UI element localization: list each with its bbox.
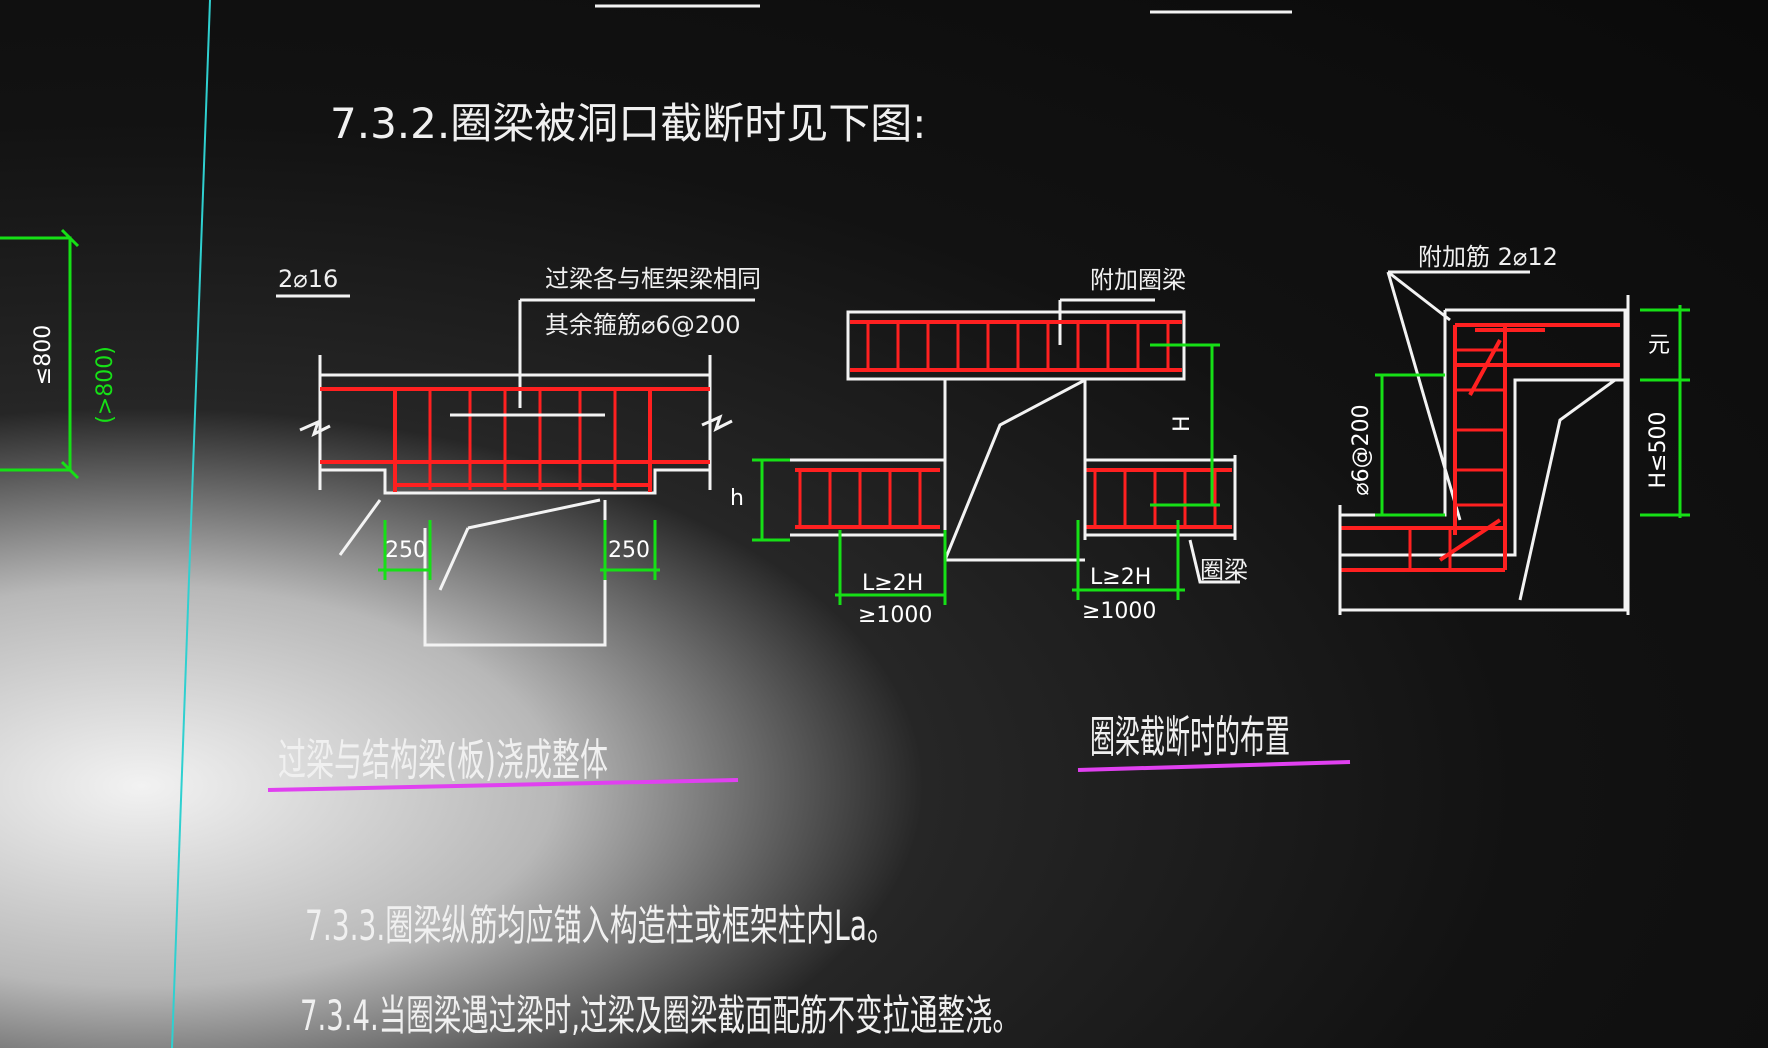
detail3-caption: 圈梁截断时的布置 — [1090, 712, 1290, 763]
detail1-caption: 过梁与结构梁(板)浇成整体 — [278, 735, 608, 786]
detail1-rebar-label: 2⌀16 — [278, 265, 338, 293]
detail2-dim-L1b: ≥1000 — [858, 603, 932, 628]
detail-1-lintel-beam: 2⌀16 过梁各与框架梁相同 其余箍筋⌀6@200 — [267, 265, 761, 792]
left-margin-dimension: ≤800 (>800) — [0, 228, 118, 480]
detail2-beam-label: 附加圈梁 — [1090, 266, 1186, 294]
detail1-note-line1: 过梁各与框架梁相同 — [545, 265, 761, 293]
detail1-dim-right: 250 — [600, 520, 660, 580]
detail2-dim-H: H — [1170, 415, 1195, 432]
detail3-dim-top: 元 — [1648, 333, 1670, 358]
detail3-caption-underline — [1077, 760, 1351, 772]
detail-2-ring-beam-offset: 附加圈梁 — [730, 266, 1351, 772]
heading-7-3-3: 7.3.3.圈梁纵筋均应锚入构造柱或框架柱内La。 — [305, 901, 895, 950]
heading-7-3-4: 7.3.4.当圈梁遇过梁时,过梁及圈梁截面配筋不变拉通整浇。 — [300, 991, 1020, 1040]
detail1-note-line2: 其余箍筋⌀6@200 — [545, 311, 741, 339]
heading-7-3-2: 7.3.2.圈梁被洞口截断时见下图: — [330, 99, 926, 148]
margin-dim-b: (>800) — [93, 346, 118, 424]
detail1-dim-left: 250 — [378, 520, 432, 580]
detail2-dim-L2b: ≥1000 — [1082, 599, 1156, 624]
detail2-dim-L2: L≥2H — [1090, 565, 1151, 590]
detail2-dim-h: h — [730, 486, 744, 511]
margin-dim-a: ≤800 — [31, 325, 56, 385]
detail1-dim-left-text: 250 — [385, 538, 427, 563]
detail-3-ring-beam-cutoff: 附加筋 2⌀12 ⌀6@200 元 H≤500 — [1338, 243, 1690, 615]
detail1-caption-underline — [267, 778, 739, 792]
detail2-dim-L1: L≥2H — [862, 571, 923, 596]
detail3-dim-H: H≤500 — [1646, 412, 1671, 489]
detail3-rebar-label: 附加筋 2⌀12 — [1418, 243, 1558, 271]
drawing-frame-border — [171, 0, 211, 1048]
detail1-dim-right-text: 250 — [608, 538, 650, 563]
detail2-beam-tag: 圈梁 — [1200, 556, 1248, 584]
detail3-stirrup-label: ⌀6@200 — [1349, 404, 1374, 495]
